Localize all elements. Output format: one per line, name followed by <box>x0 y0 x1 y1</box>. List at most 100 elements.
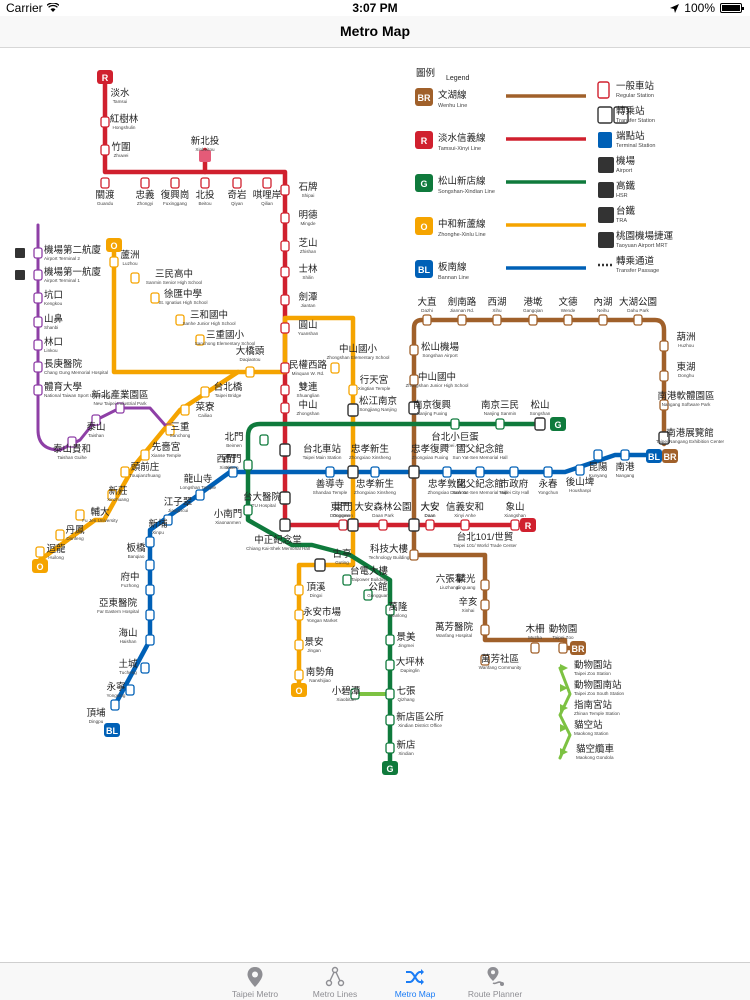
station-marker[interactable] <box>33 292 43 304</box>
station-marker[interactable] <box>280 322 290 334</box>
tab-taipei-metro[interactable]: Taipei Metro <box>215 963 295 1000</box>
station-marker[interactable] <box>450 418 460 430</box>
station-marker[interactable] <box>480 579 490 591</box>
station-marker[interactable] <box>460 519 470 531</box>
station-marker[interactable] <box>140 177 150 189</box>
station-marker[interactable] <box>100 177 110 189</box>
station-marker[interactable] <box>180 404 190 416</box>
transfer-marker[interactable] <box>658 431 670 445</box>
station-marker[interactable] <box>510 519 520 531</box>
station-marker[interactable] <box>280 384 290 396</box>
station-marker[interactable] <box>228 466 238 478</box>
station-marker[interactable] <box>145 559 155 571</box>
station-marker[interactable] <box>325 466 335 478</box>
station-marker[interactable] <box>294 669 304 681</box>
station-marker[interactable] <box>33 316 43 328</box>
station-marker[interactable] <box>528 314 538 326</box>
station-marker[interactable] <box>33 384 43 396</box>
station-marker[interactable] <box>100 144 110 156</box>
station-marker[interactable] <box>200 177 210 189</box>
station-marker[interactable] <box>170 177 180 189</box>
station-marker[interactable] <box>659 340 669 352</box>
station-marker[interactable] <box>659 370 669 382</box>
transfer-marker[interactable] <box>347 465 359 479</box>
station-marker[interactable] <box>280 294 290 306</box>
transfer-marker[interactable] <box>408 401 420 415</box>
station-marker[interactable] <box>620 449 630 461</box>
station-marker[interactable] <box>91 414 101 426</box>
station-marker[interactable] <box>509 466 519 478</box>
station-marker[interactable] <box>348 384 358 396</box>
station-marker[interactable] <box>243 504 253 516</box>
station-marker[interactable] <box>385 688 395 700</box>
station-marker[interactable] <box>33 339 43 351</box>
station-marker[interactable] <box>163 514 173 526</box>
station-marker[interactable] <box>409 549 419 561</box>
transfer-marker[interactable] <box>279 443 291 457</box>
station-marker[interactable] <box>107 489 117 501</box>
station-marker[interactable] <box>140 449 150 461</box>
station-marker[interactable] <box>245 366 255 378</box>
station-marker[interactable] <box>262 177 272 189</box>
station-marker[interactable] <box>294 609 304 621</box>
station-marker[interactable] <box>75 509 85 521</box>
station-marker[interactable] <box>195 489 205 501</box>
station-marker[interactable] <box>563 314 573 326</box>
station-marker[interactable] <box>593 449 603 461</box>
station-marker[interactable] <box>378 519 388 531</box>
station-marker[interactable] <box>195 334 205 346</box>
station-marker[interactable] <box>338 519 348 531</box>
station-marker[interactable] <box>145 584 155 596</box>
station-marker[interactable] <box>385 659 395 671</box>
station-marker[interactable] <box>409 344 419 356</box>
station-marker[interactable] <box>409 374 419 386</box>
station-marker[interactable] <box>280 266 290 278</box>
station-marker[interactable] <box>145 609 155 621</box>
station-marker[interactable] <box>350 688 360 700</box>
transfer-marker[interactable] <box>279 491 291 505</box>
station-marker[interactable] <box>280 184 290 196</box>
station-marker[interactable] <box>342 574 352 586</box>
station-marker[interactable] <box>480 624 490 636</box>
transfer-marker[interactable] <box>347 518 359 532</box>
station-marker[interactable] <box>35 546 45 558</box>
station-marker[interactable] <box>294 584 304 596</box>
station-marker[interactable] <box>633 314 643 326</box>
transfer-marker[interactable] <box>408 465 420 479</box>
tab-route-planner[interactable]: Route Planner <box>455 963 535 1000</box>
station-marker[interactable] <box>659 399 669 411</box>
station-marker[interactable] <box>125 684 135 696</box>
metro-map-canvas[interactable]: R淡水Tamsui紅樹林Hongshulin竹圍Zhuwei關渡Guandu忠義… <box>0 48 750 962</box>
station-marker[interactable] <box>598 314 608 326</box>
station-marker[interactable] <box>33 269 43 281</box>
station-marker[interactable] <box>475 466 485 478</box>
station-marker[interactable] <box>145 536 155 548</box>
station-marker[interactable] <box>55 529 65 541</box>
station-marker[interactable] <box>175 314 185 326</box>
station-marker[interactable] <box>543 466 553 478</box>
station-marker[interactable] <box>442 466 452 478</box>
station-marker[interactable] <box>33 247 43 259</box>
station-marker[interactable] <box>330 362 340 374</box>
station-marker[interactable] <box>558 642 568 654</box>
station-marker[interactable] <box>492 314 502 326</box>
station-marker[interactable] <box>422 314 432 326</box>
transfer-marker[interactable] <box>314 558 326 572</box>
station-marker[interactable] <box>385 634 395 646</box>
station-marker[interactable] <box>294 639 304 651</box>
station-marker[interactable] <box>385 604 395 616</box>
station-marker[interactable] <box>232 177 242 189</box>
station-marker[interactable] <box>370 466 380 478</box>
transfer-marker[interactable] <box>534 417 546 431</box>
station-marker[interactable] <box>280 362 290 374</box>
station-marker[interactable] <box>110 699 120 711</box>
station-marker[interactable] <box>575 464 585 476</box>
station-marker[interactable] <box>243 459 253 471</box>
station-marker[interactable] <box>165 424 175 436</box>
tab-metro-lines[interactable]: Metro Lines <box>295 963 375 1000</box>
station-marker[interactable] <box>530 642 540 654</box>
station-marker[interactable] <box>150 292 160 304</box>
station-marker[interactable] <box>280 240 290 252</box>
station-marker[interactable] <box>385 742 395 754</box>
